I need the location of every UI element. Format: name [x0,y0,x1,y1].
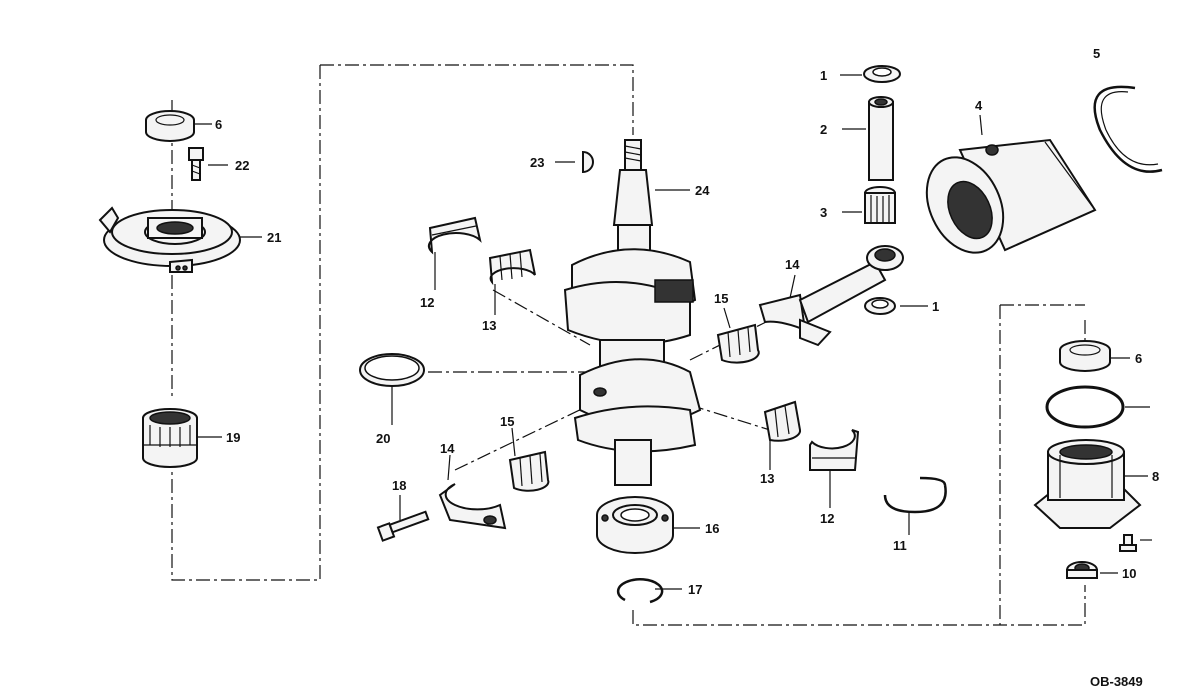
part-16-ball-bearing [596,496,674,554]
small-screw [1119,534,1137,552]
label-14-upper: 14 [785,257,800,272]
part-6-seal-right [1059,340,1111,372]
label-10: 10 [1122,566,1136,581]
label-19: 19 [226,430,240,445]
assembly-guide-lines [171,64,1086,626]
part-12-bearing-half-lower [809,429,860,471]
label-1-lower: 1 [932,299,939,314]
part-10-nut [1066,561,1098,579]
part-19-needle-bearing [142,408,198,468]
leader-lines [194,74,1152,590]
label-22: 22 [235,158,249,173]
part-1-washer-bottom [864,297,896,315]
part-18-bolt [376,510,430,542]
part-22-bolt [188,147,204,181]
label-23: 23 [530,155,544,170]
label-12-lower: 12 [820,511,834,526]
label-11: 11 [893,538,907,553]
part-23-woodruff-key [582,150,594,174]
part-13-needle-cage-upper [488,248,536,286]
label-8: 8 [1152,469,1159,484]
part-15-needle-cage-left [508,450,550,492]
label-15-left: 15 [500,414,514,429]
drawing-code: OB-3849 [1090,674,1143,689]
label-12-upper: 12 [420,295,434,310]
part-12-bearing-half-upper [427,216,482,255]
label-20: 20 [376,431,390,446]
label-2: 2 [820,122,827,137]
label-17: 17 [688,582,702,597]
label-4: 4 [975,98,983,113]
part-1-washer-top [863,65,901,83]
part-24-crankshaft [563,139,702,486]
part-3-needle-bearing [864,186,896,224]
label-1-upper: 1 [820,68,827,83]
part-13-needle-cage-lower [763,400,802,442]
label-14-lower: 14 [440,441,455,456]
part-17-snap-ring [616,578,664,604]
label-13-upper: 13 [482,318,496,333]
part-5-piston-ring [1093,85,1163,173]
part-20-ring [359,353,425,387]
label-21: 21 [267,230,281,245]
label-24: 24 [695,183,710,198]
label-18: 18 [392,478,406,493]
part-14-connecting-rod [758,245,904,347]
label-5: 5 [1093,46,1100,61]
part-8-bearing-housing [1033,439,1142,529]
part-21-stator-plate [98,206,241,273]
part-14-rod-cap [438,483,507,530]
part-4-piston [925,138,1097,254]
part-2-wrist-pin [868,96,894,181]
label-3: 3 [820,205,827,220]
label-13-lower: 13 [760,471,774,486]
label-15-right: 15 [714,291,728,306]
label-6-right: 6 [1135,351,1142,366]
part-15-needle-cage-right [716,323,760,364]
label-6-left: 6 [215,117,222,132]
part-11-snap-ring [883,476,947,514]
o-ring-right [1045,385,1125,429]
callout-labels: 6 22 21 19 20 12 13 23 24 15 14 1 1 2 3 … [215,46,1159,597]
part-6-seal-left [145,110,195,142]
label-16: 16 [705,521,719,536]
